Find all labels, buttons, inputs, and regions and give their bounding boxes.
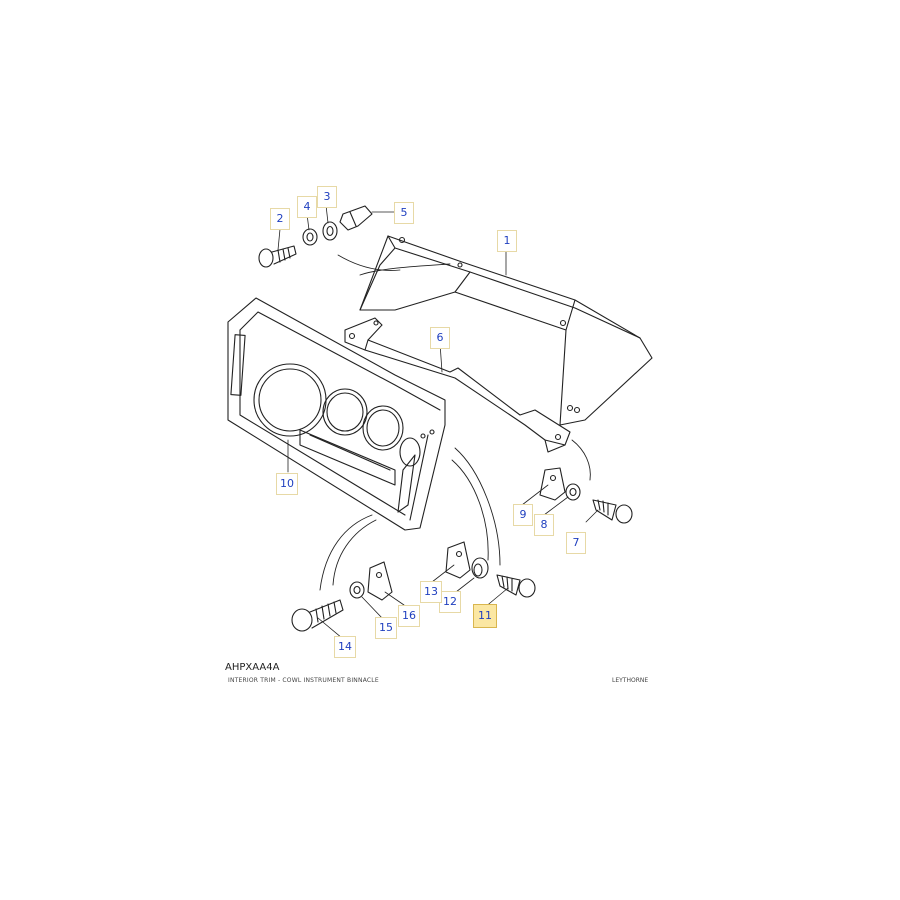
- part-2-screw[interactable]: [259, 246, 400, 270]
- callout-part-4[interactable]: 4: [297, 196, 317, 218]
- part-7-screw[interactable]: [593, 500, 632, 523]
- part-4-washer[interactable]: [303, 229, 317, 245]
- part-11-screw[interactable]: [497, 575, 535, 597]
- diagram-title: INTERIOR TRIM - COWL INSTRUMENT BINNACLE: [228, 677, 379, 684]
- part-14-screw[interactable]: [292, 600, 343, 631]
- callout-part-6[interactable]: 6: [430, 327, 450, 349]
- callout-part-16[interactable]: 16: [398, 605, 420, 627]
- diagram-code: AHPXAA4A: [225, 662, 280, 673]
- callout-part-5[interactable]: 5: [394, 202, 414, 224]
- part-10-instrument-panel[interactable]: [228, 298, 500, 565]
- part-8-star-washer[interactable]: [566, 484, 580, 500]
- callout-part-11-selected[interactable]: 11: [473, 604, 497, 628]
- callout-part-1[interactable]: 1: [497, 230, 517, 252]
- callout-part-8[interactable]: 8: [534, 514, 554, 536]
- callout-part-15[interactable]: 15: [375, 617, 397, 639]
- part-6-mounting-bracket[interactable]: [345, 318, 570, 452]
- part-13-bracket-clip[interactable]: [446, 542, 470, 578]
- callout-part-14[interactable]: 14: [334, 636, 356, 658]
- callout-part-13[interactable]: 13: [420, 581, 442, 603]
- part-16-bracket-clip[interactable]: [320, 515, 392, 600]
- callout-part-9[interactable]: 9: [513, 504, 533, 526]
- callout-part-7[interactable]: 7: [566, 532, 586, 554]
- callout-part-12[interactable]: 12: [439, 591, 461, 613]
- part-1-binnacle-cowl[interactable]: [360, 236, 652, 425]
- part-15-star-washer[interactable]: [350, 582, 364, 598]
- part-3-grommet[interactable]: [323, 222, 337, 240]
- part-9-bracket-clip[interactable]: [540, 440, 590, 500]
- diagram-site-label: LEYTHORNE: [612, 677, 649, 684]
- callout-part-2[interactable]: 2: [270, 208, 290, 230]
- part-5-clip[interactable]: [340, 206, 372, 230]
- part-12-grommet[interactable]: [472, 558, 488, 578]
- callout-part-10[interactable]: 10: [276, 473, 298, 495]
- callout-part-3[interactable]: 3: [317, 186, 337, 208]
